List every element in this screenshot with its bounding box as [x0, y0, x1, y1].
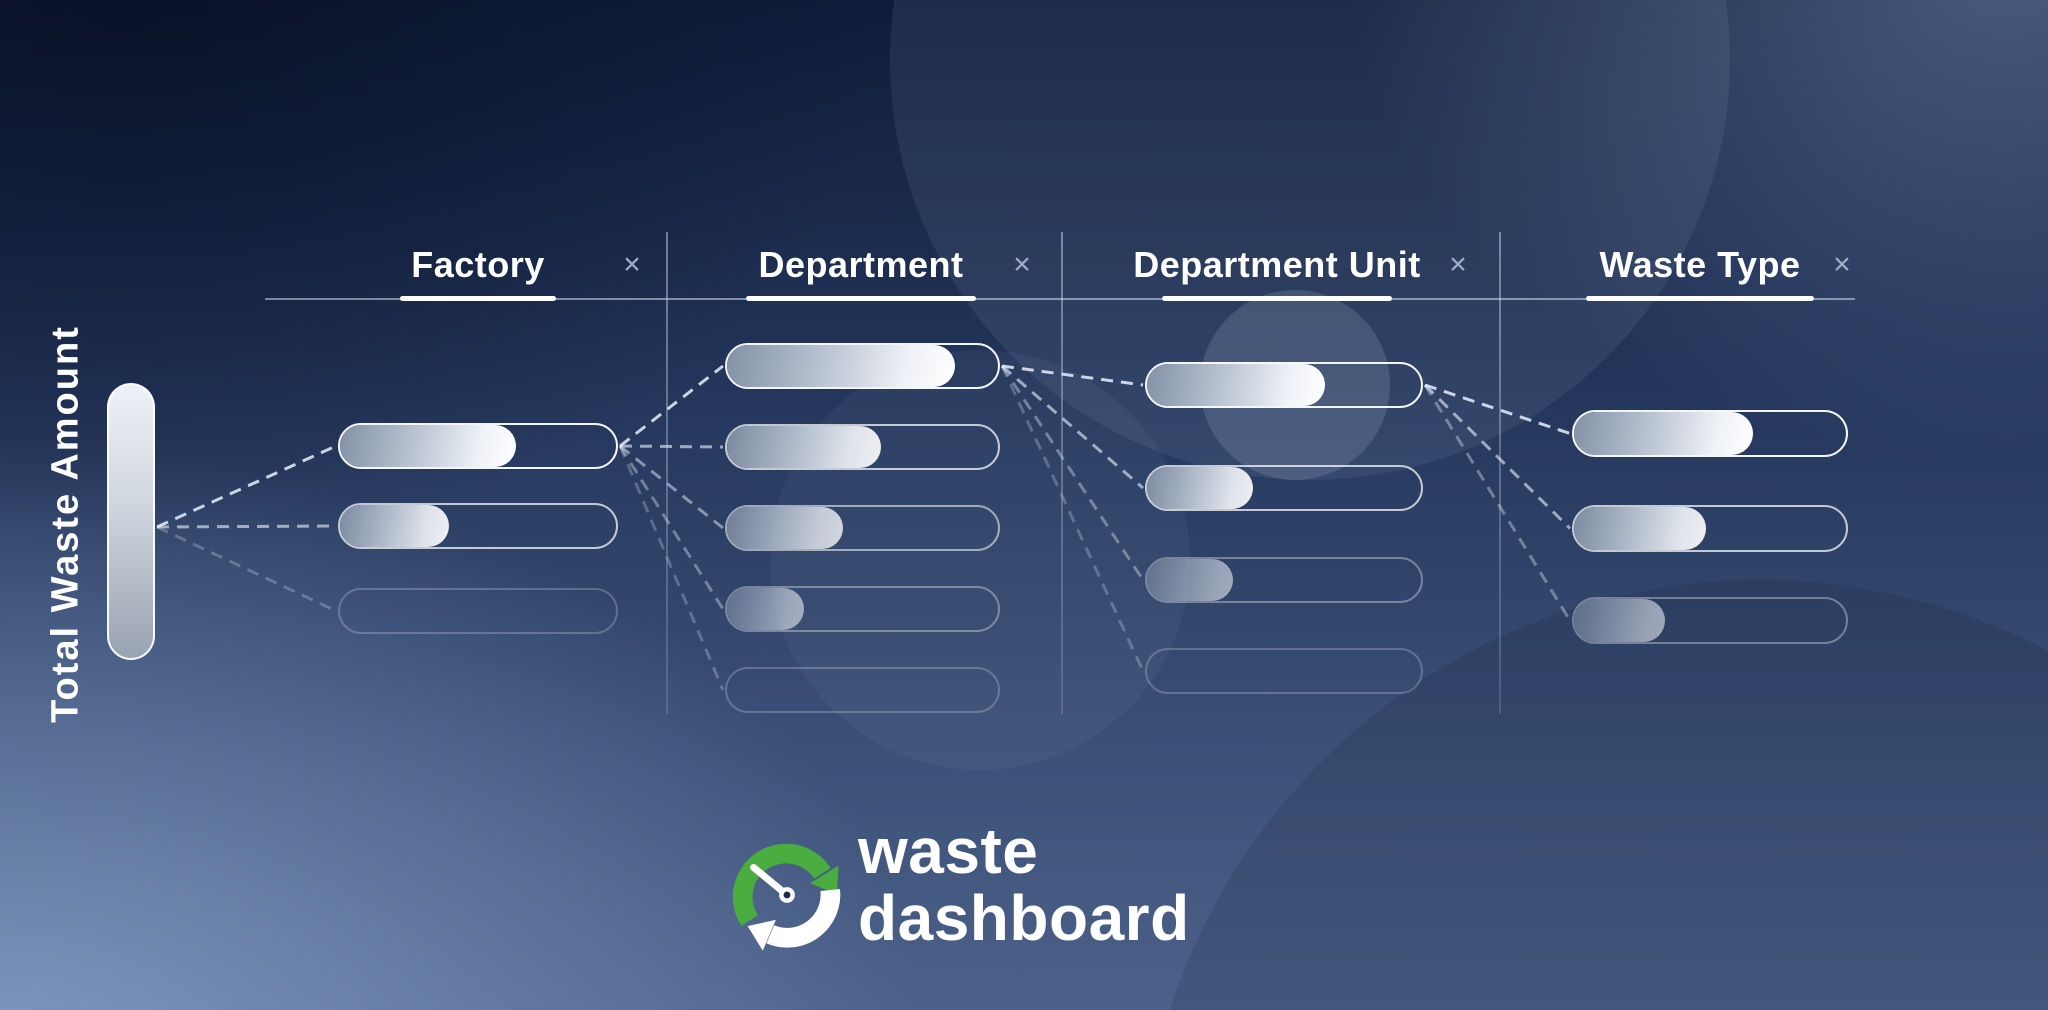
- pill-unit-2[interactable]: [1145, 465, 1423, 511]
- connector-department.0-to-unit.1: [1001, 364, 1144, 490]
- active-underline-department: [746, 296, 976, 301]
- logo-line1: waste: [858, 815, 1039, 887]
- pill-fill: [1147, 364, 1325, 406]
- connector-total-to-factory.2: [156, 525, 337, 613]
- logo-wordmark: waste dashboard: [858, 818, 1190, 952]
- pill-fill: [727, 345, 955, 387]
- pill-waste-1[interactable]: [1572, 410, 1848, 457]
- header-rule-line: [265, 298, 1855, 300]
- column-divider-2: [1061, 232, 1063, 714]
- connector-unit.0-to-waste.0: [1424, 383, 1571, 435]
- pill-fill: [1574, 599, 1665, 642]
- close-icon-factory[interactable]: ✕: [622, 251, 642, 278]
- column-header-factory: Factory: [411, 244, 545, 285]
- connector-department.0-to-unit.3: [1000, 365, 1145, 672]
- pill-factory-1[interactable]: [338, 423, 618, 469]
- pill-factory-2[interactable]: [338, 503, 618, 549]
- connector-total-to-factory.1: [156, 524, 337, 529]
- connector-factory.0-to-department.3: [618, 445, 725, 610]
- pill-fill: [727, 588, 804, 630]
- recycle-gauge-icon: [732, 843, 841, 951]
- active-underline-factory: [400, 296, 556, 301]
- connector-unit.0-to-waste.2: [1423, 384, 1572, 622]
- pill-waste-3[interactable]: [1572, 597, 1848, 644]
- pill-fill: [727, 426, 881, 468]
- pill-department-5[interactable]: [725, 667, 1000, 713]
- pill-unit-3[interactable]: [1145, 557, 1423, 603]
- connector-factory.0-to-department.0: [619, 364, 724, 448]
- pill-fill: [1574, 412, 1753, 455]
- column-header-department: Department: [758, 244, 964, 285]
- column-divider-1: [666, 232, 668, 714]
- pill-fill: [1574, 507, 1706, 550]
- pill-unit-4[interactable]: [1145, 648, 1423, 694]
- pill-waste-2[interactable]: [1572, 505, 1848, 552]
- active-underline-unit: [1162, 296, 1392, 301]
- connector-unit.0-to-waste.1: [1423, 383, 1572, 530]
- pill-fill: [340, 505, 449, 547]
- connector-factory.0-to-department.4: [618, 445, 725, 691]
- pill-factory-3[interactable]: [338, 588, 618, 634]
- connector-department.0-to-unit.2: [1000, 365, 1145, 581]
- column-divider-3: [1499, 232, 1501, 714]
- pill-department-4[interactable]: [725, 586, 1000, 632]
- close-icon-unit[interactable]: ✕: [1448, 251, 1468, 278]
- pill-fill: [727, 507, 843, 549]
- connector-department.0-to-unit.0: [1001, 364, 1144, 387]
- pill-fill: [340, 425, 516, 467]
- active-underline-waste: [1586, 296, 1814, 301]
- logo-line2: dashboard: [858, 882, 1190, 954]
- pill-fill: [1147, 559, 1233, 601]
- waste-dashboard-logo: waste dashboard: [728, 818, 1190, 952]
- pill-department-2[interactable]: [725, 424, 1000, 470]
- close-icon-waste[interactable]: ✕: [1832, 251, 1852, 278]
- pill-department-3[interactable]: [725, 505, 1000, 551]
- connector-factory.0-to-department.2: [619, 444, 724, 530]
- pill-unit-1[interactable]: [1145, 362, 1423, 408]
- pill-fill: [1147, 467, 1253, 509]
- total-waste-pill[interactable]: [107, 383, 155, 660]
- pill-department-1[interactable]: [725, 343, 1000, 389]
- close-icon-department[interactable]: ✕: [1012, 251, 1032, 278]
- connector-factory.0-to-department.1: [619, 444, 724, 449]
- total-waste-amount-label: Total Waste Amount: [44, 325, 87, 723]
- column-header-waste: Waste Type: [1599, 244, 1801, 285]
- column-header-unit: Department Unit: [1133, 244, 1421, 285]
- connector-total-to-factory.0: [156, 444, 337, 529]
